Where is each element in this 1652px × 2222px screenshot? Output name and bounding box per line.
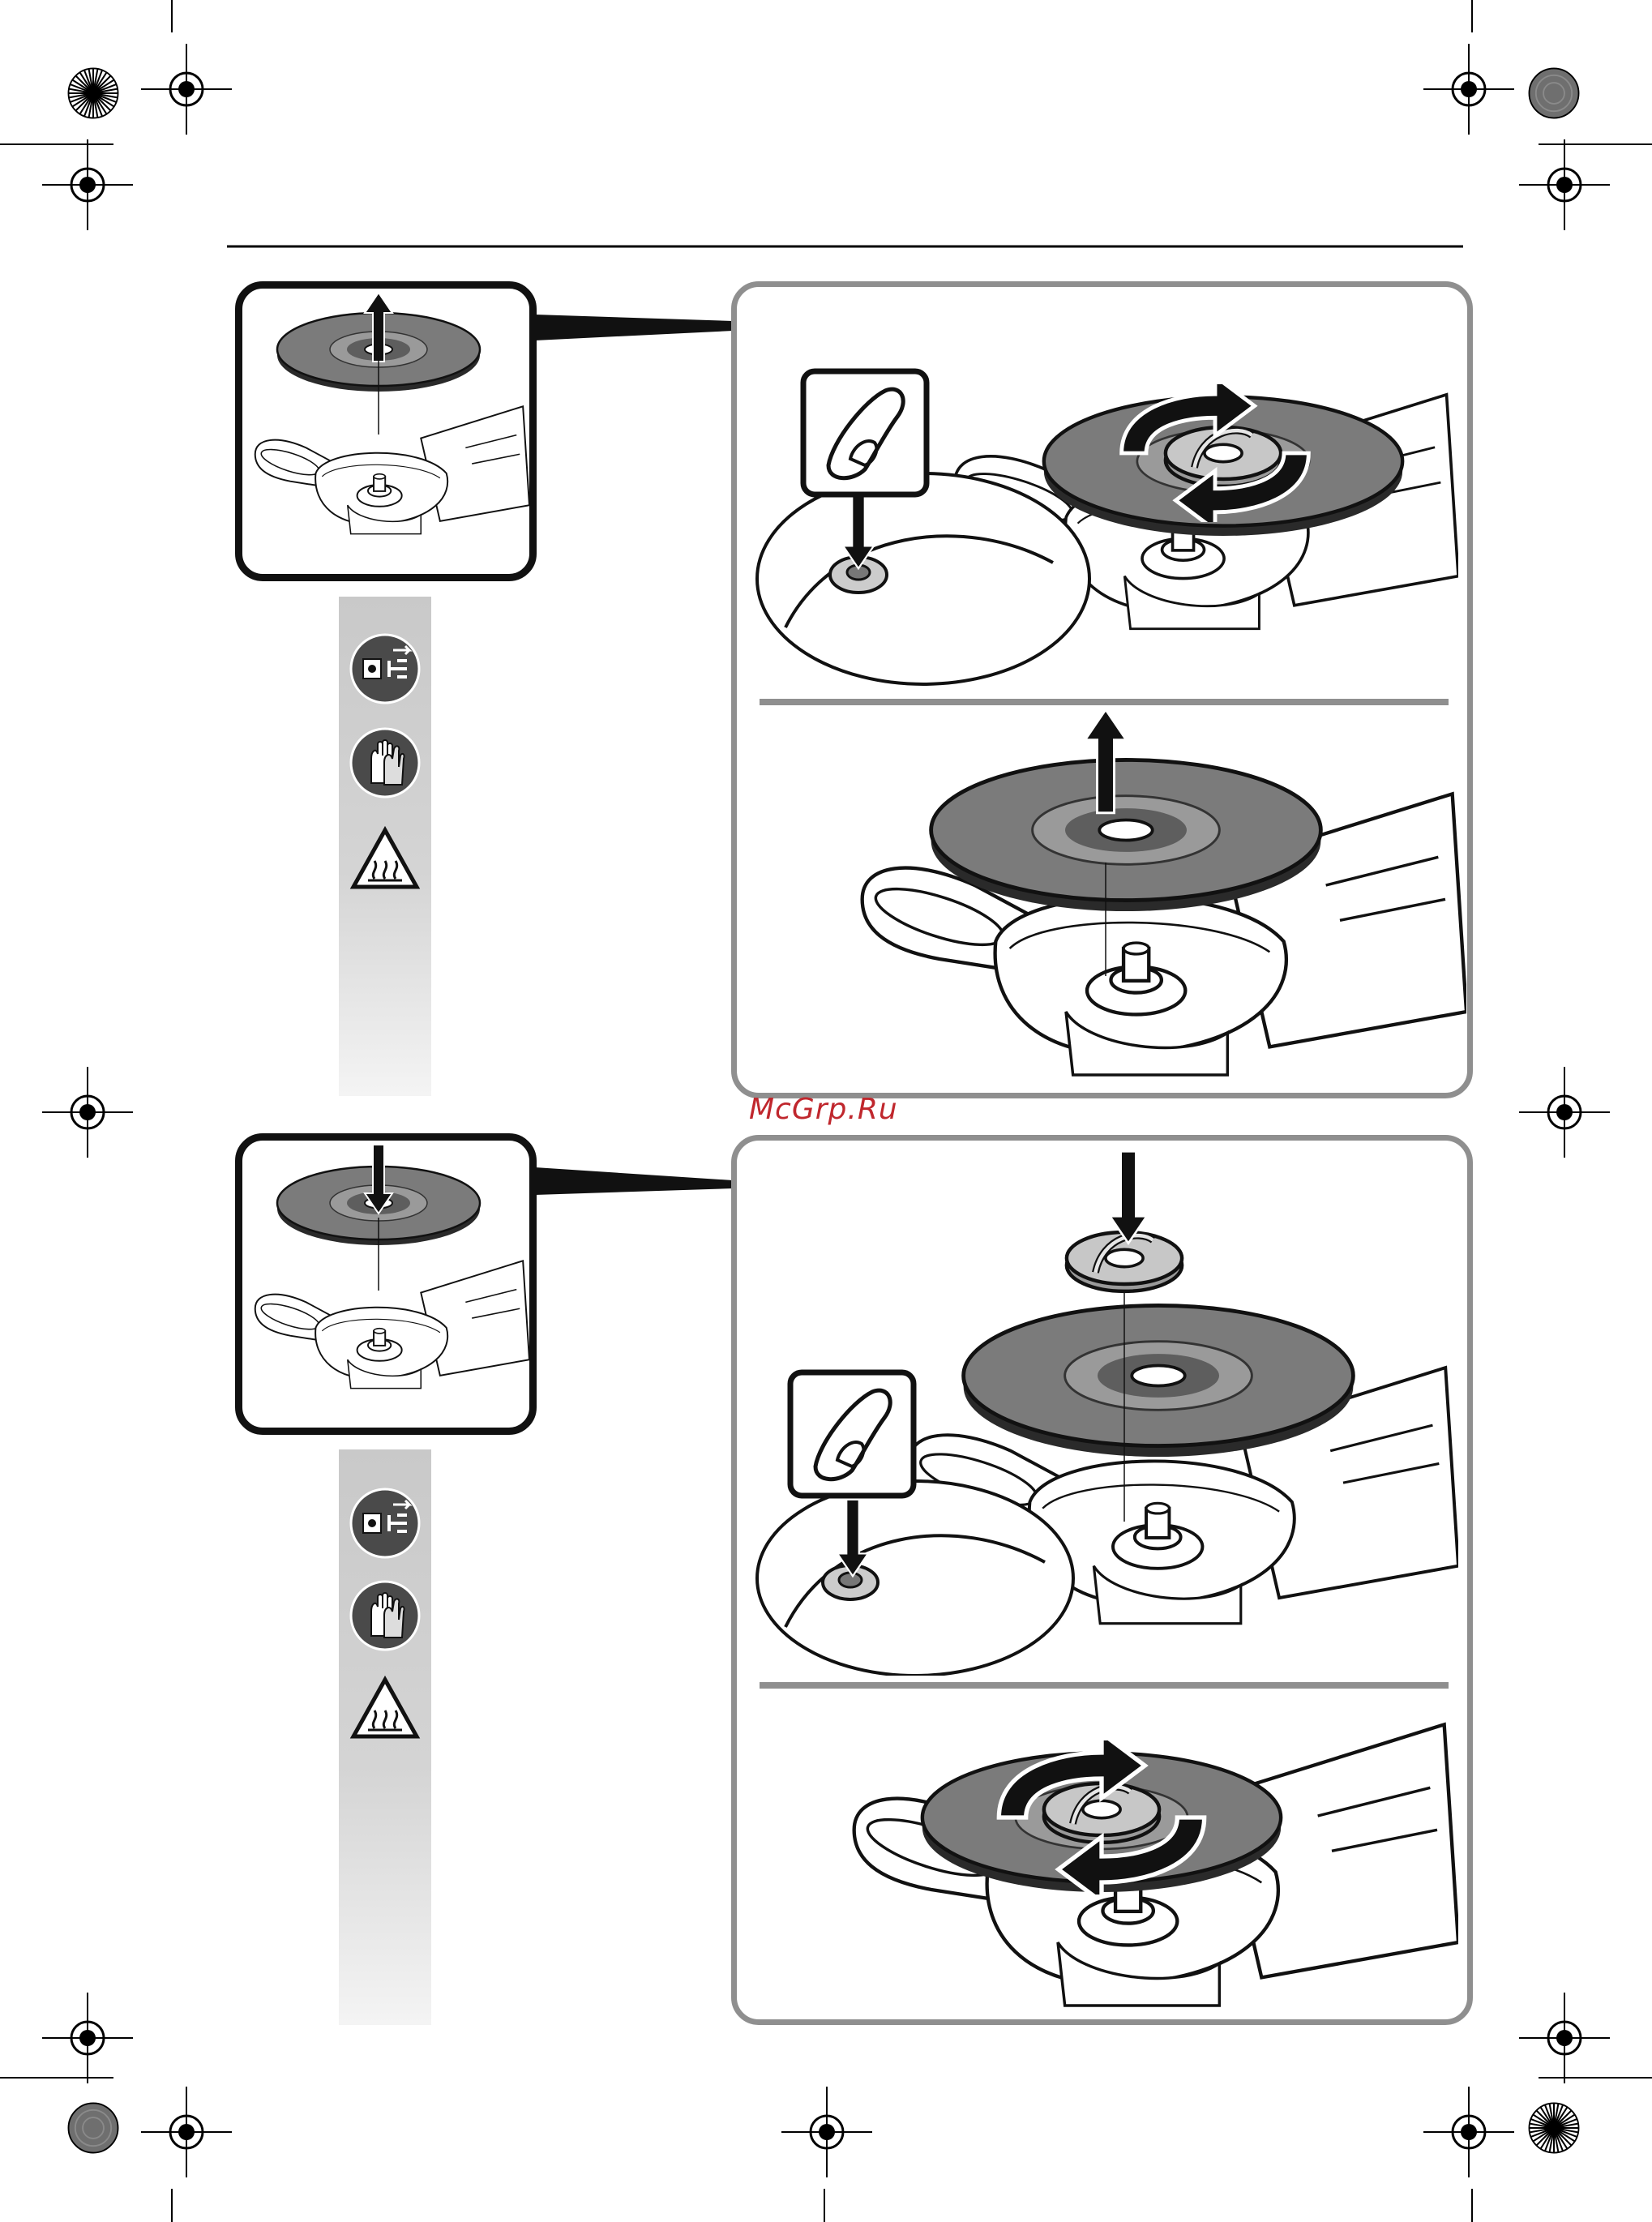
step-release-spindle bbox=[737, 287, 1467, 692]
registration-mark-icon bbox=[1519, 1067, 1610, 1158]
gray-target-icon bbox=[68, 2103, 118, 2152]
unplug-icon bbox=[349, 632, 422, 705]
finger-press-icon bbox=[803, 371, 927, 494]
grinding-disc-icon bbox=[931, 760, 1321, 911]
registration-mark-icon bbox=[42, 1067, 133, 1158]
gloves-icon bbox=[349, 726, 422, 799]
grinding-disc-icon bbox=[964, 1305, 1354, 1457]
step-remove-disc bbox=[737, 709, 1467, 1098]
hot-surface-warning-icon bbox=[349, 824, 422, 897]
hot-surface-warning-icon bbox=[349, 1673, 422, 1746]
mounting-panel bbox=[731, 1135, 1473, 2025]
registration-mark-icon bbox=[781, 2087, 872, 2177]
registration-mark-icon bbox=[1519, 139, 1610, 230]
star-target-icon bbox=[68, 68, 118, 118]
step-mount-disc bbox=[737, 1141, 1467, 1676]
registration-mark-icon bbox=[1423, 2087, 1514, 2177]
registration-mark-icon bbox=[42, 139, 133, 230]
angle-grinder-icon bbox=[255, 1261, 529, 1388]
mounting-thumbnail bbox=[235, 1133, 537, 1435]
clamp-nut-icon bbox=[1166, 427, 1281, 486]
registration-mark-icon bbox=[1519, 1993, 1610, 2083]
removal-panel bbox=[731, 281, 1473, 1098]
angle-grinder-icon bbox=[255, 406, 529, 533]
clamp-nut-icon bbox=[1067, 1232, 1182, 1291]
gray-target-icon bbox=[1529, 68, 1578, 118]
watermark: McGrp.Ru bbox=[749, 1093, 898, 1126]
finger-press-icon bbox=[790, 1372, 914, 1496]
step-tighten-nut bbox=[737, 1692, 1467, 2024]
registration-mark-icon bbox=[42, 1993, 133, 2083]
removal-thumbnail bbox=[235, 281, 537, 581]
registration-mark-icon bbox=[1423, 44, 1514, 135]
registration-mark-icon bbox=[141, 44, 232, 135]
step-divider bbox=[760, 1682, 1449, 1689]
registration-mark-icon bbox=[141, 2087, 232, 2177]
unplug-icon bbox=[349, 1487, 422, 1560]
gloves-icon bbox=[349, 1579, 422, 1652]
step-divider bbox=[760, 699, 1449, 705]
arrow-down-icon bbox=[1110, 1151, 1146, 1243]
star-target-icon bbox=[1529, 2103, 1578, 2152]
